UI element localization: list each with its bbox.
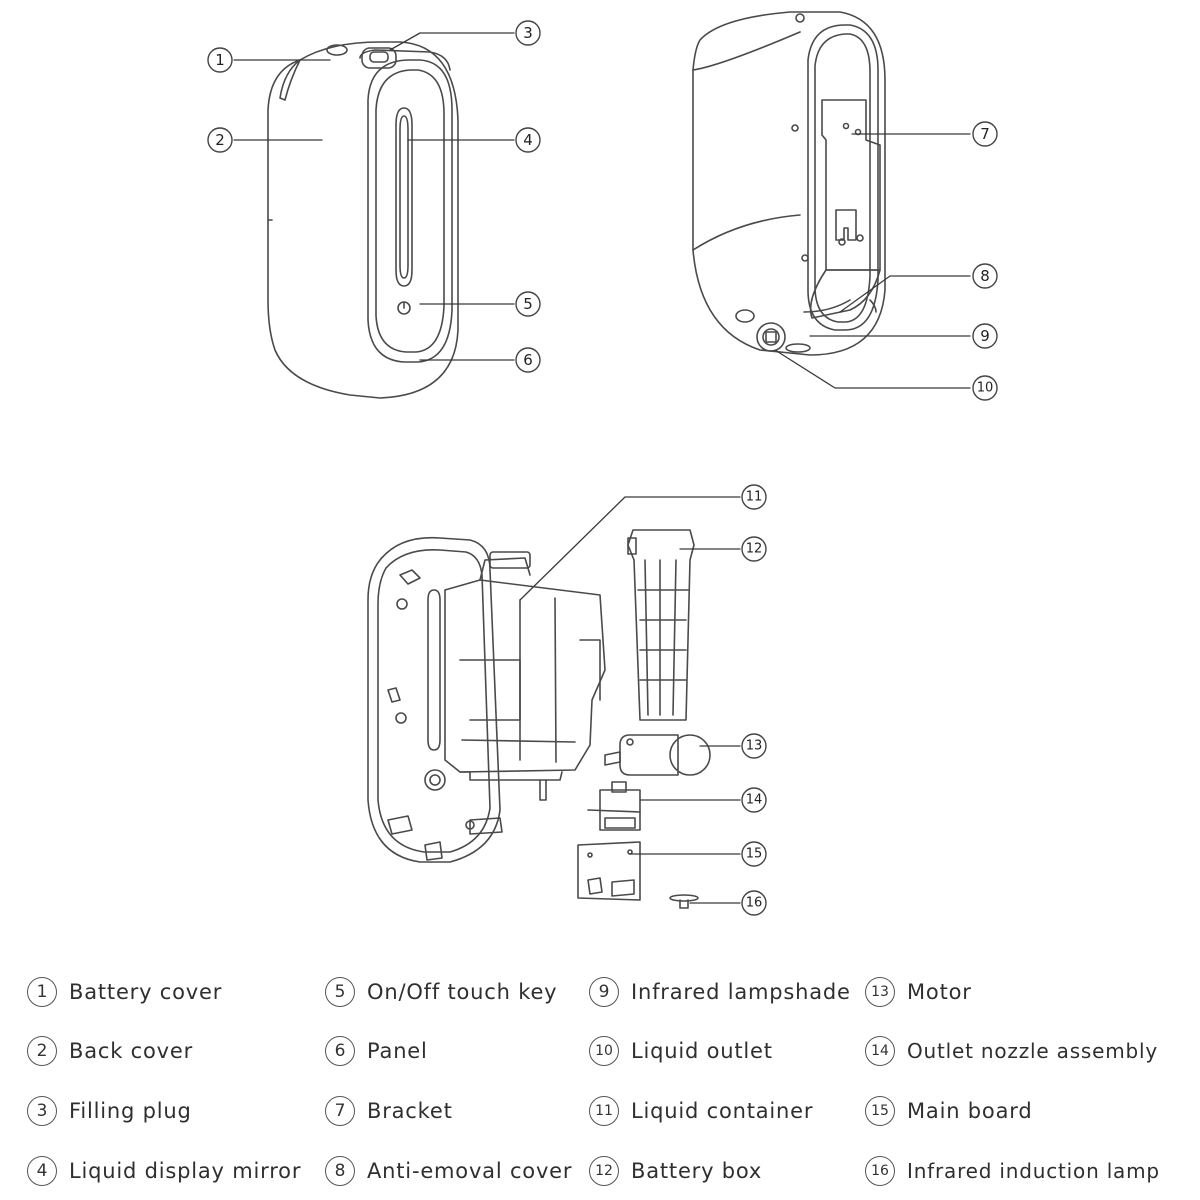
back-view-device	[692, 11, 886, 356]
callout-1: 1	[215, 51, 225, 69]
callout-13: 13	[746, 739, 763, 754]
callout-5: 5	[523, 295, 533, 313]
callouts: 1 2 3 4 5 6 7 8 9 10 11 12 13 14 15 16	[207, 20, 998, 916]
callout-3: 3	[523, 24, 533, 42]
callout-11: 11	[746, 490, 763, 505]
callout-12: 12	[746, 542, 763, 557]
callout-9: 9	[980, 327, 990, 345]
callout-7: 7	[980, 125, 990, 143]
callout-6: 6	[523, 351, 533, 369]
callout-16: 16	[746, 896, 763, 911]
exploded-view	[367, 529, 711, 909]
callout-2: 2	[215, 131, 225, 149]
callout-15: 15	[746, 847, 763, 862]
callout-4: 4	[523, 131, 533, 149]
front-view-device	[267, 41, 459, 399]
leader-lines	[233, 32, 971, 904]
callout-10: 10	[977, 381, 994, 396]
callout-14: 14	[746, 793, 763, 808]
callout-8: 8	[980, 267, 990, 285]
